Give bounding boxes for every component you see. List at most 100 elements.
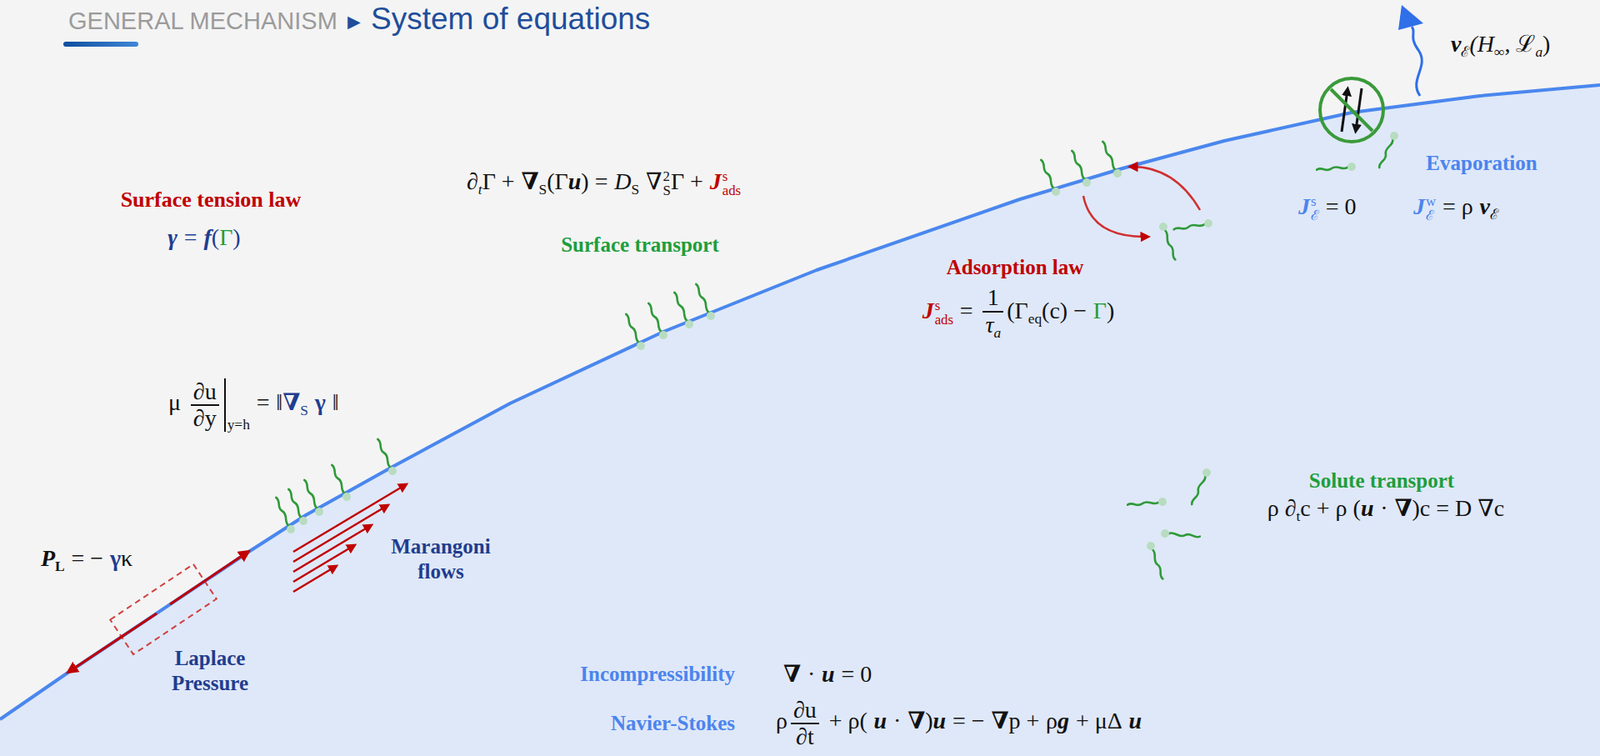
section-label: Adsorption law [946,255,1085,279]
surfactant [1188,466,1213,506]
equation: Jsads=1τa(Γeq(c) −Γ) [922,285,1115,341]
equation-term: ∇ [990,707,1009,734]
equation-term: ) [232,224,240,250]
equation-term: u [933,707,947,734]
no-exchange-symbol [1320,78,1384,142]
fraction: ∂u∂y [190,379,220,431]
surfactant [1068,149,1093,189]
equation: vℰ(H∞, ℒa) [1450,30,1550,61]
surfactant [1145,540,1167,581]
equation-term: ∂t [795,723,815,750]
equation-term: u [1129,707,1143,734]
equation: Jsℰ= 0 [1298,193,1357,223]
label-block: Surface transport [560,233,720,258]
equation-term: = − [952,707,985,734]
subscript: a [1535,44,1543,60]
equation-term: , ℒ [1504,30,1535,57]
subscript: S [300,402,309,419]
equation-term: c + ρ ( [1300,495,1361,521]
evaporation-arrowhead [1398,5,1424,30]
subscript: S [631,181,640,198]
equation-term: ρ ∂ [1267,495,1297,521]
equation-term: ) [1542,30,1550,57]
equation-term: P [40,545,55,571]
equation: ρ∂u∂t+ ρ(u·∇)u= −∇p +ρg+ μΔu [775,697,1142,750]
equation-term: ρ [775,707,788,734]
equation: ∇·u= 0 [783,660,872,688]
equation-term: J [1298,193,1310,220]
liquid-region [0,85,1600,756]
tension-arrow [70,613,157,671]
subscript: ℰ [1460,44,1470,60]
fraction: 1τa [982,285,1004,341]
label-block: Laplace Pressure [155,645,265,696]
section-label: Marangoni flows [390,535,490,583]
surfactant [1127,497,1168,510]
equation: PL= −γκ [40,545,133,575]
equation-term: D [614,168,631,195]
equation-term: ∂u [193,378,217,405]
index-stack: sads [935,299,954,328]
equation-term: κ [120,545,133,571]
index-stack: sads [722,170,741,199]
surfactant [1316,162,1357,175]
equation-term: μ [168,389,181,415]
subscript: ℰ [1425,209,1436,224]
equation-term: (Γ [1006,297,1029,324]
section-label: Solute transport [1309,469,1455,492]
subscript: ∞ [1494,44,1505,60]
label-block: Marangoni flows [382,534,500,585]
equation-term: (Γ [546,168,569,195]
equation-term: ρ [1045,707,1058,734]
subscript: eq [1028,310,1042,327]
equation-term: u [568,168,582,195]
label-block: Navier-Stokes [610,711,735,736]
label-block: Evaporation [1425,151,1537,176]
strike-line [1330,89,1373,131]
subscript: t [1296,508,1301,525]
exchange-arrow [1341,90,1348,132]
equation-term: ∇ [1394,495,1412,521]
marangoni-arrow [293,525,370,572]
subscript: t [478,181,483,198]
surfactant [1375,130,1400,170]
equation-term: = 0 [840,660,872,687]
equation-term: ∂ [466,168,479,195]
equation-term: ∂u [793,696,817,723]
surfactant [374,437,399,477]
equation-term: Γ [219,224,233,250]
header-text: System of equations [370,1,650,36]
equation-term: + ρ( [829,707,868,734]
section-label: Incompressibility [580,662,735,685]
superscript: w [1425,195,1436,210]
equation-term: Γ [1093,297,1107,324]
equation-term: ∇ [645,168,663,195]
equation-term: · [893,707,901,734]
equation-term: γ [315,389,326,415]
equation-term: u [821,660,835,687]
subscript: ℰ [1310,209,1320,224]
equation-term: J [710,168,722,195]
section-label: Surface transport [560,233,720,256]
equation-term: 1 [987,284,1000,310]
surface-element [110,564,217,655]
equation-term: = 0 [1325,193,1357,220]
equation: μ∂u∂yy=h=‖∇Sγ‖ [168,378,340,432]
equation-term: ∂y [193,405,217,431]
equation-term: (c) − [1041,297,1087,324]
equation-term: γ [110,545,121,571]
surfactant [1099,140,1124,180]
equation-term: ‖ [332,389,340,415]
label-block: Incompressibility [580,662,735,687]
denominator: ∂y [190,405,220,431]
subscript: ads [722,184,741,199]
header-text: GENERAL MECHANISM [68,7,338,35]
interface-line [0,85,1600,720]
surfactant [1037,158,1062,198]
subscript: y=h [227,417,250,432]
surfactant [1173,218,1214,234]
surfactant [670,290,695,330]
desorption-arrow [1083,195,1147,237]
equation-term: + μΔ [1075,707,1123,734]
equation-term: = [184,224,198,250]
